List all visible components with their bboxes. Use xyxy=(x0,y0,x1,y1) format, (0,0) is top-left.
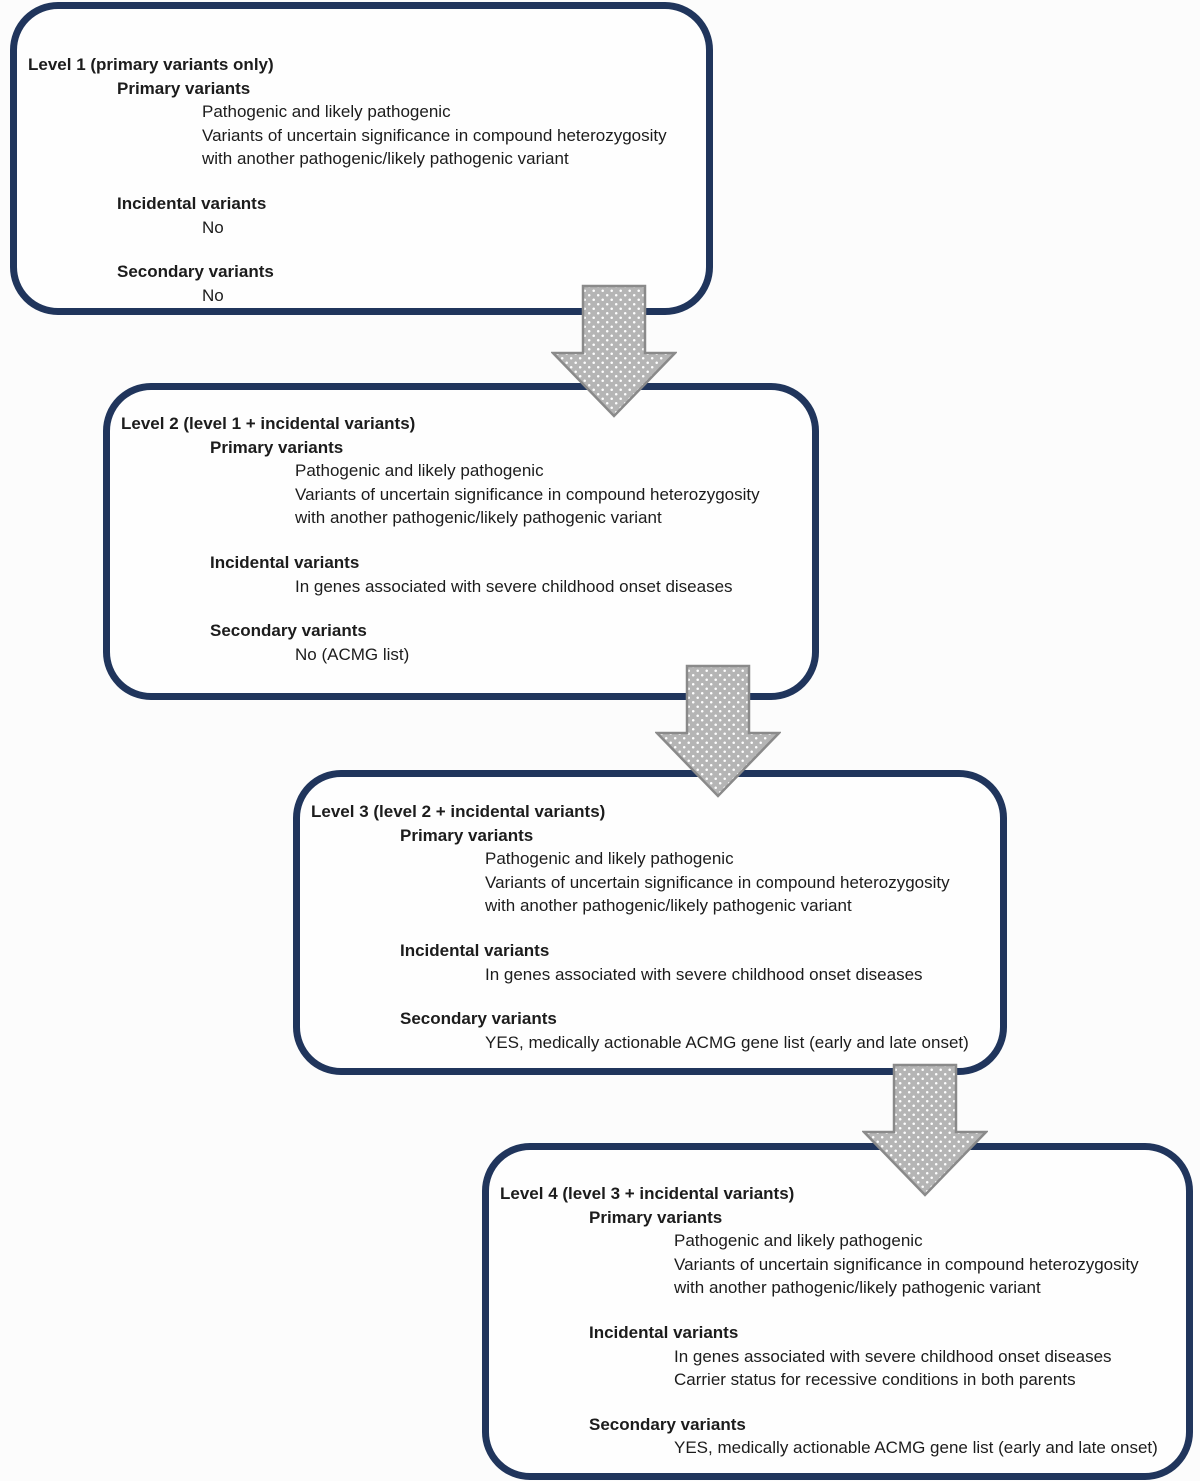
section-line: with another pathogenic/likely pathogeni… xyxy=(202,149,569,169)
level-3-title: Level 3 (level 2 + incidental variants) xyxy=(311,802,606,821)
section-heading: Secondary variants xyxy=(589,1414,746,1434)
section-line: YES, medically actionable ACMG gene list… xyxy=(674,1438,1158,1458)
section-line: Variants of uncertain significance in co… xyxy=(295,484,760,504)
section-line: In genes associated with severe childhoo… xyxy=(485,964,923,984)
section-line: Pathogenic and likely pathogenic xyxy=(674,1231,923,1251)
level-3-box: Level 3 (level 2 + incidental variants) P… xyxy=(293,770,1007,1075)
level-1-box: Level 1 (primary variants only) Primary v… xyxy=(10,2,713,315)
section-line: Carrier status for recessive conditions … xyxy=(674,1370,1076,1390)
section-line: with another pathogenic/likely pathogeni… xyxy=(485,896,852,916)
section-line: No (ACMG list) xyxy=(295,644,410,664)
section-heading: Primary variants xyxy=(210,437,344,457)
section-line: No xyxy=(202,217,224,237)
section-line: Variants of uncertain significance in co… xyxy=(202,125,667,145)
down-arrow-icon xyxy=(551,284,677,418)
section-line: with another pathogenic/likely pathogeni… xyxy=(674,1278,1041,1298)
section-line: No xyxy=(202,285,224,305)
section-heading: Secondary variants xyxy=(400,1009,557,1029)
section-heading: Incidental variants xyxy=(210,552,360,572)
section-heading: Incidental variants xyxy=(117,193,267,213)
level-4-section-2: Incidental variants In genes associated w… xyxy=(489,1321,1186,1392)
section-heading: Primary variants xyxy=(589,1207,723,1227)
section-line: Pathogenic and likely pathogenic xyxy=(295,461,544,481)
level-2-box: Level 2 (level 1 + incidental variants) P… xyxy=(103,383,819,700)
section-heading: Incidental variants xyxy=(400,940,550,960)
section-line: In genes associated with severe childhoo… xyxy=(295,576,733,596)
section-heading: Primary variants xyxy=(400,825,534,845)
section-line: YES, medically actionable ACMG gene list… xyxy=(485,1032,969,1052)
level-1-title: Level 1 (primary variants only) xyxy=(28,55,274,74)
level-4-title: Level 4 (level 3 + incidental variants) xyxy=(500,1184,795,1203)
level-3-section-2: Incidental variants In genes associated w… xyxy=(300,939,1000,986)
down-arrow-icon xyxy=(862,1063,988,1197)
section-line: Variants of uncertain significance in co… xyxy=(485,872,950,892)
down-arrow-icon xyxy=(655,664,781,798)
section-heading: Secondary variants xyxy=(117,262,274,282)
section-heading: Primary variants xyxy=(117,78,251,98)
level-2-section-2: Incidental variants In genes associated w… xyxy=(110,551,812,598)
level-2-title: Level 2 (level 1 + incidental variants) xyxy=(121,414,416,433)
level-4-box: Level 4 (level 3 + incidental variants) P… xyxy=(482,1143,1193,1480)
section-line: with another pathogenic/likely pathogeni… xyxy=(295,508,662,528)
section-line: Variants of uncertain significance in co… xyxy=(674,1254,1139,1274)
section-line: In genes associated with severe childhoo… xyxy=(674,1346,1112,1366)
section-line: Pathogenic and likely pathogenic xyxy=(485,849,734,869)
section-line: Pathogenic and likely pathogenic xyxy=(202,102,451,122)
section-heading: Secondary variants xyxy=(210,621,367,641)
level-2-section-3: Secondary variants No (ACMG list) xyxy=(110,619,812,666)
section-heading: Incidental variants xyxy=(589,1322,739,1342)
